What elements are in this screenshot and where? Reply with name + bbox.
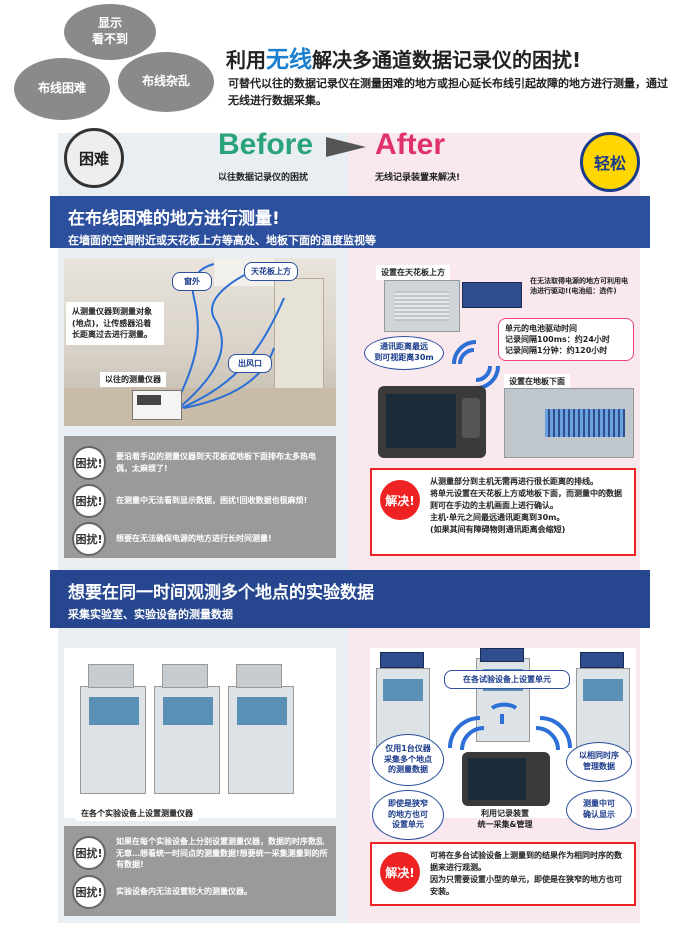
trouble-text: 想要在无法确保电源的地方进行长时间测量! (116, 534, 272, 544)
solve-badge: 解决! (380, 852, 420, 892)
battery-power-note: 在无法取得电源的地方可利用电池进行驱动!(电池组：选件) (530, 277, 628, 296)
trouble-item: 困扰! 实验设备内无法设置较大的测量仪器。 (72, 874, 328, 909)
label-ceiling-above: 天花板上方 (244, 262, 298, 281)
section1-header: 在布线困难的地方进行测量! 在墙面的空调附近或天花板上方等高处、地板下面的温度监… (50, 196, 650, 248)
before-heading: Before (218, 128, 314, 161)
lab-equipment-left (64, 648, 336, 818)
solve-line: 主机·单元之间最远通讯距离到30m。 (430, 513, 565, 522)
label-units-on-equipment: 在各试验设备上设置单元 (444, 670, 570, 689)
section1-solution: 解决! 从测量部分到主机无需再进行很长距离的排线。 将单元设置在天花板上方或地板… (370, 468, 636, 556)
label-under-floor: 设置在地板下面 (504, 374, 570, 389)
solve-line: 从测量部分到主机无需再进行很长距离的排线。 (430, 477, 598, 486)
arrow-right-icon (326, 137, 366, 157)
trouble-badge: 困扰! (72, 484, 106, 518)
trouble-item: 困扰! 如果在每个实验设备上分别设置测量仪器，数据的时序数乱无章…想看统一时间点… (72, 836, 328, 871)
after-caption: 无线记录装置来解决! (375, 173, 461, 183)
battery-time-note: 单元的电池驱动时间 记录间隔100ms：约24小时 记录间隔1分钟：约120小时 (498, 318, 634, 361)
after-heading: After (375, 128, 446, 161)
trouble-badge: 困扰! (72, 836, 106, 871)
trouble-item: 困扰! 要沿着手边的测量仪器到天花板或地板下面排布太多热电偶，太麻烦了! (72, 446, 328, 480)
main-logger-device (378, 386, 486, 458)
section1-subheading: 在墙面的空调附近或天花板上方等高处、地板下面的温度监视等 (68, 234, 376, 247)
floor-photo (504, 388, 634, 458)
wireless-waves-icon (448, 702, 572, 751)
trouble-text: 实验设备内无法设置较大的测量仪器。 (116, 886, 252, 896)
page-title: 利用无线解决多通道数据记录仪的困扰! (226, 47, 582, 73)
ceiling-photo (384, 280, 460, 332)
bubble-display: 显示 看不到 (64, 4, 156, 60)
left-caption-lab: 在各个实验设备上设置测量仪器 (76, 806, 198, 821)
trouble-text: 在测量中无法看到显示数据，困扰!回收数据也很麻烦! (116, 496, 308, 506)
old-logger-image (132, 390, 182, 420)
section1-heading: 在布线困难的地方进行测量! (68, 209, 280, 229)
page-subtitle: 可替代以往的数据记录仪在测量困难的地方或担心延长布线引起故障的地方进行测量，通过… (228, 77, 668, 108)
trouble-badge: 困扰! (72, 446, 106, 480)
section2-troubles: 困扰! 如果在每个实验设备上分别设置测量仪器，数据的时序数乱无章…想看统一时间点… (64, 826, 336, 916)
section2-subheading: 采集实验室、实验设备的测量数据 (68, 608, 233, 621)
label-outlet: 出风口 (228, 354, 272, 373)
note-one-device: 仅用1台仪器 采集多个地点 的测量数据 (372, 734, 444, 786)
note-collect-manage: 利用记录装置 统一采集&管理 (477, 809, 533, 830)
label-ceiling-install: 设置在天花板上方 (376, 265, 450, 280)
note-same-timing: 以相同时序 管理数据 (566, 742, 632, 782)
difficult-badge: 困难 (64, 128, 124, 188)
solve-line: (如果其间有障碍物则通讯距离会缩短) (430, 525, 566, 534)
section2-header: 想要在同一时间观测多个地点的实验数据 采集实验室、实验设备的测量数据 (50, 570, 650, 628)
solve-line: 将单元设置在天花板上方或地板下面，而测量中的数据则可在手边的主机画面上进行确认。 (430, 489, 622, 510)
wireless-unit-ceiling (462, 282, 522, 308)
bubble-wiring-messy: 布线杂乱 (118, 52, 214, 112)
before-caption: 以往数据记录仪的困扰 (218, 173, 309, 183)
section2-heading: 想要在同一时间观测多个地点的实验数据 (68, 583, 374, 603)
bubble-wiring-difficult: 布线困难 (14, 58, 110, 120)
solve-line: 可将在多台试验设备上测量到的结果作为相同时序的数据来进行观测。 (430, 851, 622, 872)
section1-troubles: 困扰! 要沿着手边的测量仪器到天花板或地板下面排布太多热电偶，太麻烦了! 困扰!… (64, 436, 336, 558)
easy-badge: 轻松 (580, 132, 640, 192)
note-narrow-place: 即使是狭窄 的地方也可 设置单元 (372, 790, 444, 840)
trouble-text: 要沿着手边的测量仪器到天花板或地板下面排布太多热电偶，太麻烦了! (116, 452, 316, 473)
trouble-item: 困扰! 在测量中无法看到显示数据，困扰!回收数据也很麻烦! (72, 484, 328, 518)
left-note: 从测量仪器到测量对象(地点)，让传感器沿着长距离过去进行测量。 (66, 302, 164, 345)
label-old-instrument: 以往的测量仪器 (100, 372, 166, 387)
label-window: 窗外 (172, 272, 212, 291)
wireless-waves-icon (452, 340, 500, 390)
trouble-badge: 困扰! (72, 522, 106, 556)
solve-line: 因为只需要设置小型的单元，即使是在狭窄的地方也可安装。 (430, 875, 622, 896)
trouble-badge: 困扰! (72, 874, 106, 909)
distance-note: 通讯距离最远 到可视距离30m (364, 336, 444, 370)
trouble-text: 如果在每个实验设备上分别设置测量仪器，数据的时序数乱无章…想看统一时间点的测量数… (116, 837, 328, 870)
main-logger-device-2 (462, 752, 550, 806)
solve-badge: 解决! (380, 480, 420, 520)
section2-solution: 解决! 可将在多台试验设备上测量到的结果作为相同时序的数据来进行观测。 因为只需… (370, 842, 636, 906)
note-display-check: 测量中可 确认显示 (566, 790, 632, 830)
trouble-item: 困扰! 想要在无法确保电源的地方进行长时间测量! (72, 522, 328, 556)
